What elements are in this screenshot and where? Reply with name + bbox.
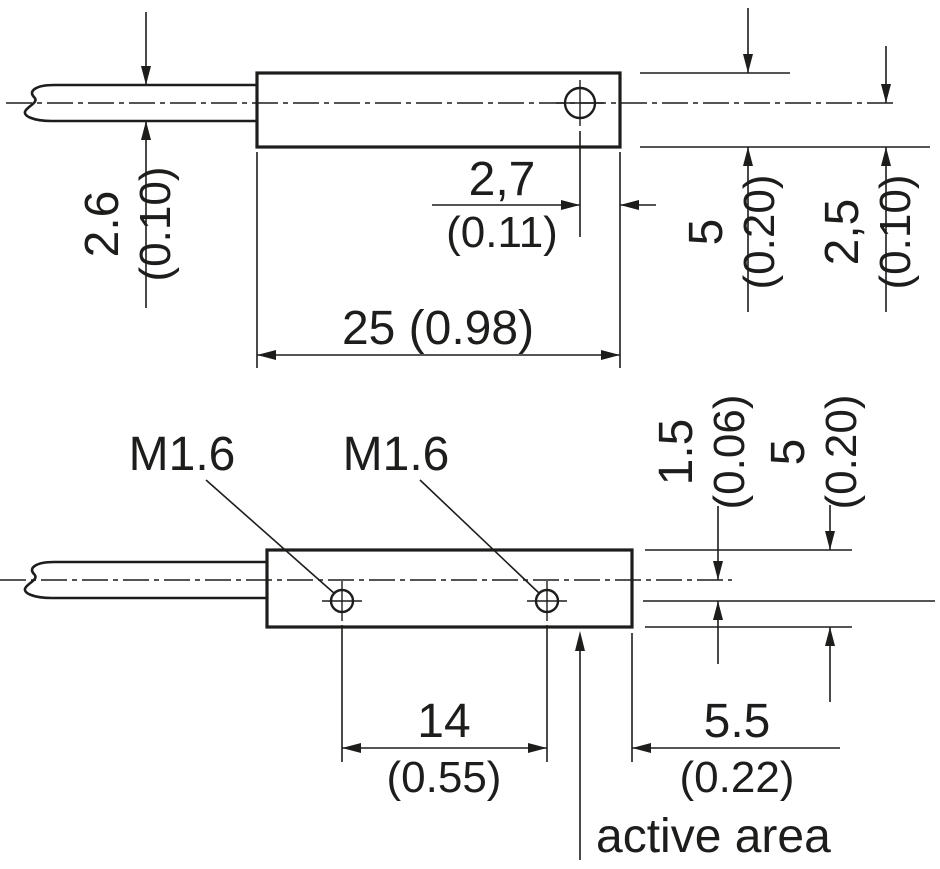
dim-value-inch: (0.22): [680, 753, 795, 802]
dim-value-inch: (0.20): [817, 395, 866, 510]
arrowhead-left: [257, 350, 276, 360]
dim-value-mm: 5: [762, 439, 815, 466]
arrowhead-down: [713, 561, 723, 580]
top-view: 2.6 (0.10) 2,7 (0.11) 25 (0.98): [6, 8, 930, 368]
dim-value-mm: 14: [417, 695, 470, 748]
dim-value-mm: 5.5: [704, 695, 771, 748]
bottom-view: M1.6 M1.6 1.5 (0.06) 5 (0.20): [0, 395, 935, 863]
sensor-body: [265, 548, 634, 629]
arrowhead-down: [141, 66, 151, 85]
dim-value-mm: 2,7: [469, 153, 536, 206]
arrowhead-up: [743, 147, 753, 166]
thread-label: M1.6: [129, 428, 236, 481]
dim-body-height-bottom: 5 (0.20): [645, 395, 866, 702]
arrowhead-left: [632, 743, 651, 753]
arrowhead-left: [620, 200, 639, 210]
dim-hole-spacing: 14 (0.55): [341, 625, 548, 802]
arrowhead-left: [342, 743, 361, 753]
arrowhead-up: [713, 601, 723, 620]
arrowhead-right: [561, 200, 580, 210]
dim-value-mm: 2.6: [76, 191, 129, 258]
arrowhead-up: [881, 147, 891, 166]
threaded-hole-1: [322, 581, 362, 621]
threaded-hole-2: [527, 581, 567, 621]
arrowhead-right: [528, 743, 547, 753]
dim-center-offset: 1.5 (0.06): [643, 395, 935, 664]
thread-callout-1: M1.6: [129, 428, 336, 595]
dim-center-to-edge: 2,5 (0.10): [816, 46, 920, 312]
dim-value-inch: (0.10): [131, 167, 180, 282]
leader-line: [419, 479, 541, 595]
arrowhead-down: [825, 531, 835, 550]
dim-value-inch: (0.20): [735, 175, 784, 290]
arrowhead-up: [141, 121, 151, 140]
dim-body-height: 5 (0.20): [640, 8, 930, 312]
active-area-label: active area: [596, 810, 831, 863]
dim-value-mm: 2,5: [816, 199, 869, 266]
dim-hole-to-end: 2,7 (0.11): [432, 131, 656, 257]
thread-label: M1.6: [343, 428, 450, 481]
dim-hole-to-end-bottom: 5.5 (0.22): [631, 633, 840, 802]
dim-value-inch: (0.55): [387, 753, 502, 802]
dim-value-inch: (0.11): [446, 208, 558, 257]
dim-cable-diameter: 2.6 (0.10): [76, 12, 180, 308]
arrowhead-down: [743, 54, 753, 73]
sensor-body: [255, 71, 622, 149]
arrowhead-right: [601, 350, 620, 360]
arrowhead-up: [825, 627, 835, 646]
leader-line: [205, 479, 336, 595]
dim-value-inch: (0.10): [871, 175, 920, 290]
dim-value-mm: 1.5: [650, 419, 703, 486]
arrowhead-up: [575, 631, 585, 651]
thread-callout-2: M1.6: [343, 428, 541, 595]
dim-body-length: 25 (0.98): [256, 152, 621, 368]
active-area-callout: active area: [575, 631, 831, 863]
dim-value-mm: 5: [680, 219, 733, 246]
dim-value-inch: (0.06): [705, 395, 754, 510]
dim-value: 25 (0.98): [342, 302, 534, 355]
arrowhead-down: [881, 84, 891, 103]
